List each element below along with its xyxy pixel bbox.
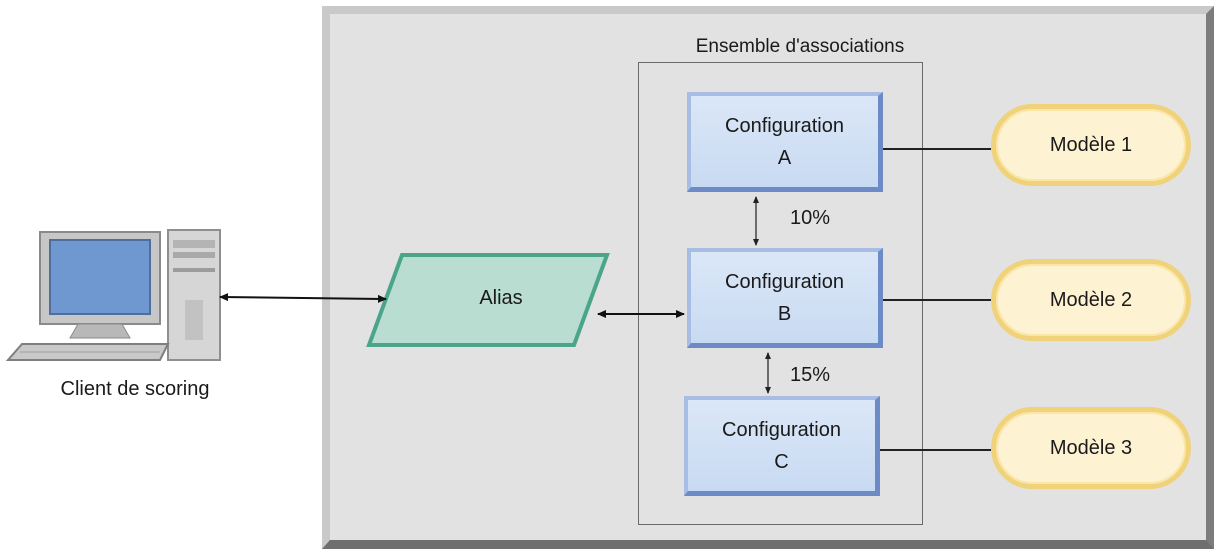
configuration-a: Configuration A [687,92,883,192]
model-2: Modèle 2 [991,259,1191,341]
ensemble-box [638,62,923,525]
alias-shape [366,253,610,347]
ensemble-title: Ensemble d'associations [695,36,905,57]
configuration-b: Configuration B [687,248,883,348]
percentage-b-c: 15% [790,364,831,386]
configuration-c-letter: C [774,450,789,473]
percentage-a-b: 10% [790,207,831,229]
configuration-c: Configuration C [684,396,880,496]
computer-icon [5,229,221,361]
configuration-b-title: Configuration [725,270,844,293]
model-3: Modèle 3 [991,407,1191,489]
client-alias-arrow [219,293,387,303]
configuration-c-title: Configuration [722,418,841,441]
configuration-a-letter: A [777,146,792,169]
model-1: Modèle 1 [991,104,1191,186]
alias-label: Alias [479,287,523,309]
configuration-a-title: Configuration [725,114,844,137]
configuration-b-letter: B [777,302,792,325]
client-label: Client de scoring [60,378,210,400]
